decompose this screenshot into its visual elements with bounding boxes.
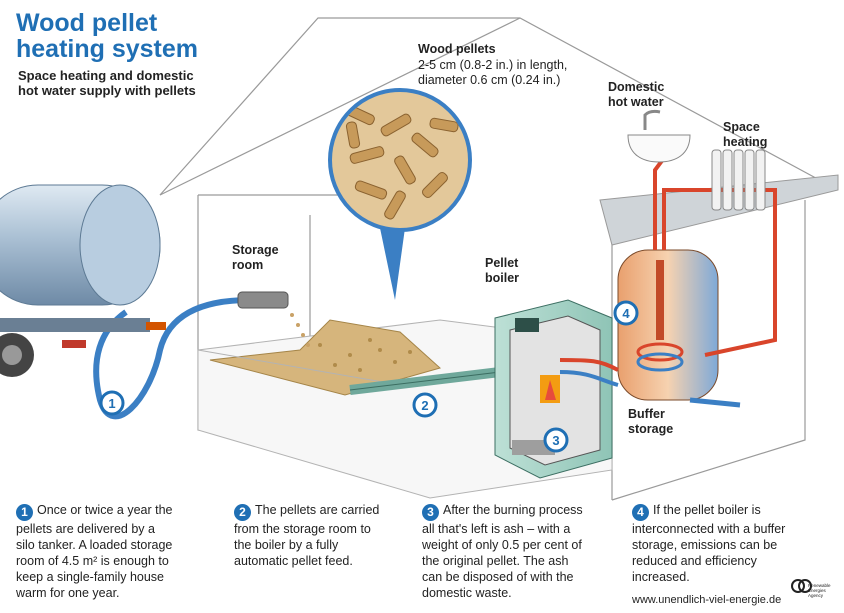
title: Wood pellet heating system [16, 9, 199, 63]
wood-pellets-desc-2: diameter 0.6 cm (0.24 in.) [418, 73, 561, 87]
buffer-storage-label: Buffer storage [628, 407, 674, 436]
wood-pellets-label: Wood pellets [418, 42, 496, 56]
sink [627, 109, 691, 163]
wood-pellets-desc-1: 2-5 cm (0.8-2 in.) in length, [418, 58, 568, 72]
svg-text:1: 1 [108, 396, 115, 411]
step-number: 2 [234, 504, 251, 521]
agency-logo-icon [791, 579, 812, 593]
step-number: 1 [16, 504, 33, 521]
pellet-closeup [328, 88, 472, 300]
marker-4: 4 [613, 300, 639, 326]
radiator [711, 149, 766, 211]
pellet-boiler-label: Pellet boiler [485, 256, 520, 285]
marker-1: 1 [99, 390, 125, 416]
svg-text:4: 4 [622, 306, 630, 321]
svg-text:2: 2 [421, 398, 428, 413]
buffer-storage [617, 249, 719, 401]
marker-3: 3 [543, 427, 569, 453]
domestic-hot-water-label: Domestic hot water [608, 80, 665, 109]
step-number: 3 [422, 504, 439, 521]
marker-2: 2 [412, 392, 438, 418]
svg-text:3: 3 [552, 433, 559, 448]
space-heating-label: Space heating [723, 120, 768, 149]
pellet-boiler [494, 299, 613, 479]
footer-url[interactable]: www.unendlich-viel-energie.de [632, 594, 782, 606]
subtitle: Space heating and domestic hot water sup… [18, 68, 196, 98]
silo-tanker [0, 184, 166, 377]
storage-room-label: Storage room [232, 243, 279, 272]
logo-text: Renewable Energies Agency [808, 583, 831, 598]
step-number: 4 [632, 504, 649, 521]
